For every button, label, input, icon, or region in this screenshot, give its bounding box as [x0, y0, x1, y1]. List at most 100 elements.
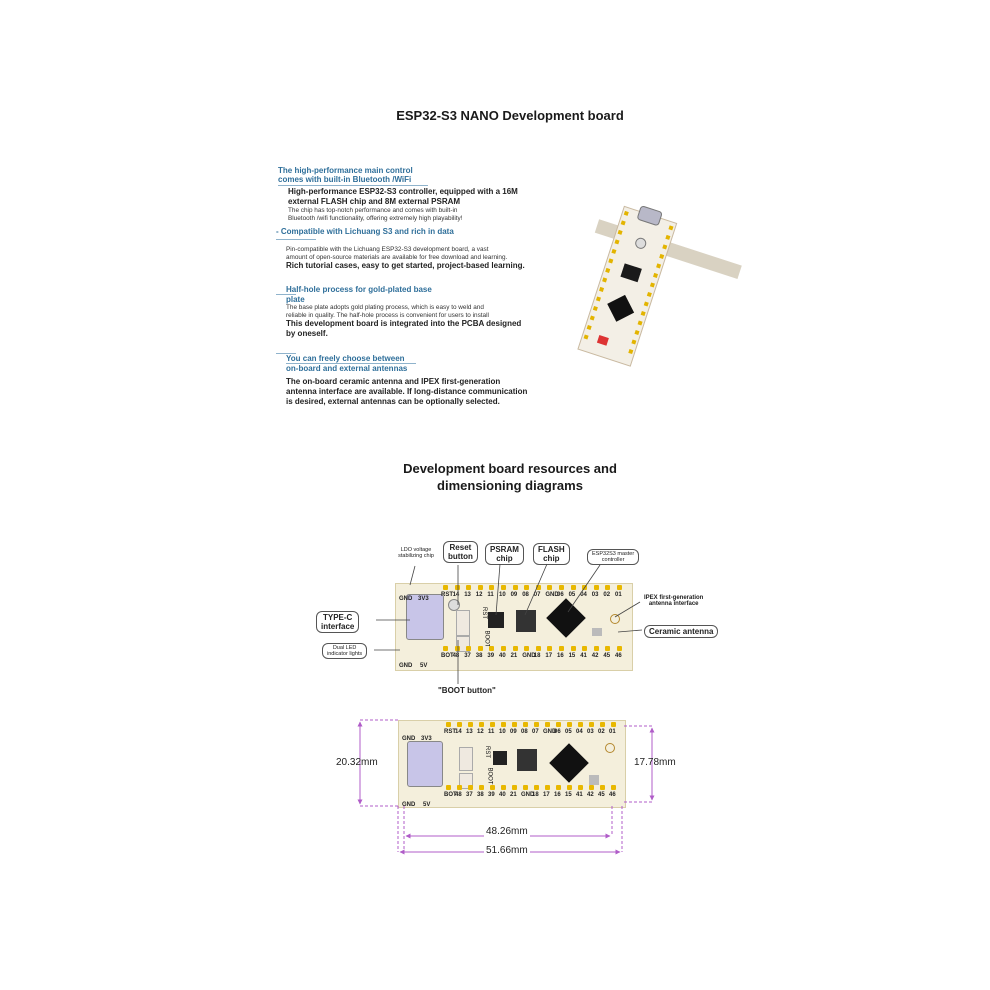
pin-label: 07	[533, 592, 541, 598]
flash-chip	[516, 610, 536, 632]
feature-text: by oneself.	[286, 329, 328, 338]
pin-pad	[489, 585, 495, 590]
pin-pad	[446, 722, 451, 727]
feature-text: external FLASH chip and 8M external PSRA…	[288, 197, 461, 206]
board-photo	[577, 205, 742, 367]
feature-heading: on-board and external antennas	[286, 363, 416, 373]
ipex-connector	[610, 614, 620, 624]
pin-pad	[547, 646, 553, 651]
pin-label: 45	[603, 653, 611, 659]
pin-label: 41	[576, 792, 583, 798]
feature-subtext: The base plate adopts gold plating proce…	[286, 304, 484, 311]
pin-label-3v3: 3V3	[418, 587, 429, 605]
pin-label: 07	[532, 729, 539, 735]
pin-label: 3V3	[418, 596, 429, 602]
pin-label: 04	[580, 592, 587, 598]
pin-pad	[567, 785, 572, 790]
pin-label: 5V	[423, 802, 431, 808]
pin-pad	[512, 646, 518, 651]
pin-label: 08	[522, 592, 529, 598]
heading-underline	[276, 239, 316, 240]
dim-width-inner: 48.26mm	[484, 826, 530, 837]
pin-pad	[600, 785, 605, 790]
pin-label-gnd: GND	[402, 727, 415, 745]
pin-pad	[466, 646, 472, 651]
callout-text: FLASH	[538, 545, 565, 554]
features-list: The high-performance main control comes …	[276, 166, 561, 407]
pin-label: 02	[598, 729, 605, 735]
pin-label: 10	[499, 729, 506, 735]
pin-pad	[589, 722, 594, 727]
pin-pad	[457, 785, 462, 790]
feature-text: is desired, external antennas can be opt…	[286, 397, 500, 406]
callout-text: TYPE-C	[323, 613, 353, 622]
pin-label-3v3: 3V3	[421, 727, 432, 745]
callout-text: interface	[321, 622, 355, 631]
pin-pad	[534, 722, 539, 727]
pin-label: 01	[615, 592, 622, 598]
pin-label: 03	[591, 592, 599, 598]
pin-pad	[556, 785, 561, 790]
esp32s3-chip	[549, 743, 589, 783]
pin-pad	[582, 585, 588, 590]
ipex-connector	[605, 743, 615, 753]
pin-pad	[490, 722, 495, 727]
reset-button	[456, 610, 470, 636]
callout-text: antenna interface	[648, 601, 699, 607]
pin-pad	[578, 785, 583, 790]
callout-text: chip	[496, 554, 513, 563]
pin-pad	[523, 722, 528, 727]
psram-chip	[488, 612, 504, 628]
feature-text: antenna interface are available. If long…	[286, 387, 528, 396]
usb-c-port	[406, 594, 444, 640]
pin-pad	[479, 722, 484, 727]
pin-pad	[468, 722, 473, 727]
pin-pad	[593, 585, 599, 590]
pin-label: 16	[557, 653, 564, 659]
feature-text: The on-board ceramic antenna and IPEX fi…	[286, 377, 501, 386]
pin-label: GND	[402, 736, 416, 742]
pin-label: 11	[488, 729, 495, 735]
pin-pad	[617, 585, 622, 590]
pin-label: RST	[444, 729, 456, 735]
pin-label: 42	[587, 792, 594, 798]
pin-label-gnd-bottom: GND	[402, 793, 415, 811]
pin-pad	[457, 722, 462, 727]
pin-pad	[501, 646, 506, 651]
pin-label: 01	[609, 729, 616, 735]
pin-pad	[547, 585, 553, 590]
flash-chip	[517, 749, 537, 771]
feature-antennas: You can freely choose between on-board a…	[276, 353, 561, 407]
pin-label: 14	[452, 592, 460, 598]
callout-led: Dual LED indicator lights	[322, 643, 368, 659]
pin-label: 39	[488, 792, 495, 798]
pin-pad	[535, 585, 541, 590]
pin-label: 03	[587, 729, 594, 735]
pin-label: 37	[466, 792, 473, 798]
pin-label: 16	[554, 792, 561, 798]
pin-label: 09	[510, 592, 518, 598]
pin-pad	[556, 722, 561, 727]
pin-label: GND	[521, 792, 535, 798]
feature-heading-text: Compatible with Lichuang S3 and rich in …	[280, 227, 454, 236]
pin-pad	[512, 722, 517, 727]
callout-psram: PSRAM chip	[485, 543, 524, 565]
callout-text: ESP32S3 master	[592, 551, 635, 557]
pin-label: 48	[452, 653, 460, 659]
pin-pad	[512, 585, 518, 590]
pin-label: RST	[441, 592, 453, 598]
pin-pad	[582, 646, 588, 651]
rst-silkscreen: RST	[481, 607, 487, 619]
pin-pad	[578, 722, 583, 727]
pin-pad	[477, 646, 483, 651]
pin-pad	[589, 785, 594, 790]
pin-label: GND	[399, 596, 413, 602]
ceramic-antenna	[589, 775, 599, 785]
pin-label: 06	[557, 592, 564, 598]
pin-pad	[559, 585, 564, 590]
pin-label: 06	[554, 729, 561, 735]
pin-pad	[559, 646, 564, 651]
feature-subtext: Bluetooth /wifi functionality, offering …	[288, 214, 463, 222]
